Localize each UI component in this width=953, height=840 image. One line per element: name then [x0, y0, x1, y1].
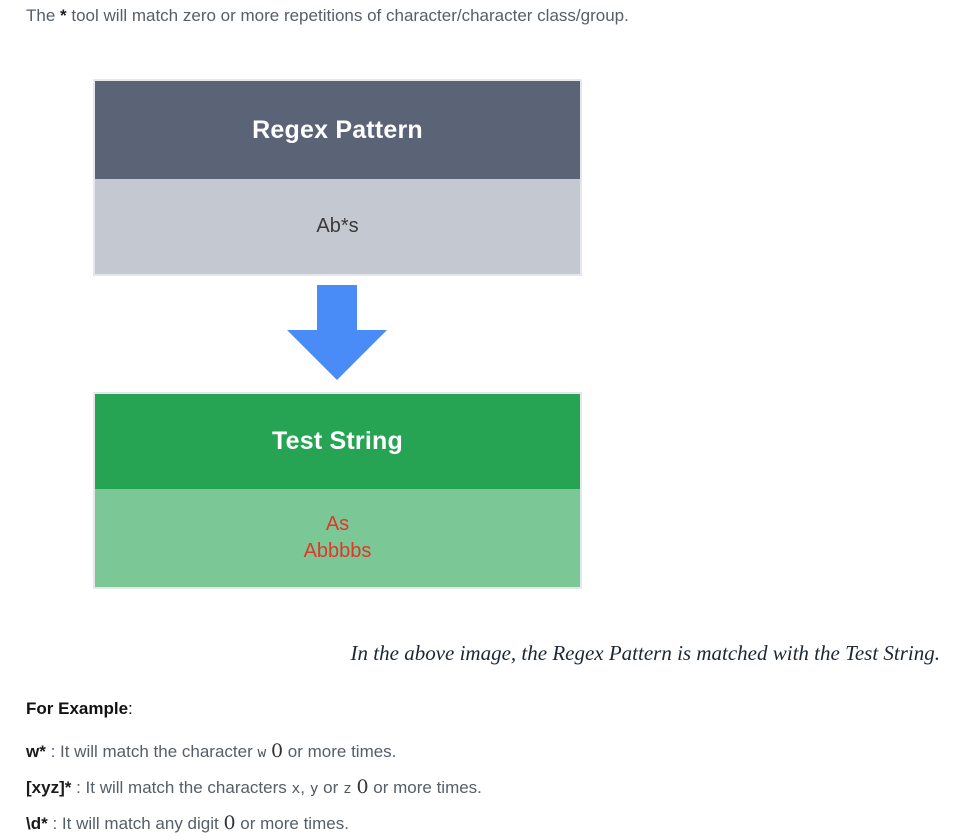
- for-example-heading: For Example:: [26, 699, 133, 719]
- intro-text-prefix: The: [26, 6, 61, 25]
- example-text: or: [318, 778, 343, 797]
- example-item: \d* : It will match any digit 0 or more …: [26, 812, 349, 834]
- example-item: w* : It will match the character w 0 or …: [26, 740, 396, 762]
- test-string-box: Test String As Abbbbs: [93, 392, 582, 589]
- example-pattern: w*: [26, 742, 46, 761]
- example-pattern: \d*: [26, 814, 48, 833]
- example-text: or more times.: [235, 814, 349, 833]
- image-caption: In the above image, the Regex Pattern is…: [350, 641, 940, 665]
- example-pattern: [xyz]*: [26, 778, 72, 797]
- example-text: It will match any digit: [61, 814, 224, 833]
- example-text: ,: [300, 778, 310, 797]
- example-item: [xyz]* : It will match the characters x,…: [26, 776, 482, 798]
- for-example-colon: :: [128, 699, 133, 718]
- example-zero: 0: [270, 740, 284, 762]
- test-string-line: As: [325, 513, 350, 535]
- down-arrow-icon: [287, 285, 387, 380]
- star-operator: *: [60, 6, 67, 25]
- test-string-header: Test String: [95, 394, 580, 489]
- example-zero: 0: [223, 812, 236, 834]
- example-text: or more times.: [368, 778, 482, 797]
- intro-text-suffix: tool will match zero or more repetitions…: [66, 6, 629, 25]
- test-string-matches: As Abbbbs: [95, 489, 580, 587]
- regex-pattern-header: Regex Pattern: [95, 81, 580, 179]
- intro-paragraph: The * tool will match zero or more repet…: [26, 4, 629, 28]
- regex-pattern-value: Ab*s: [95, 179, 580, 274]
- example-separator: :: [45, 742, 61, 761]
- example-text: It will match the characters: [85, 778, 292, 797]
- example-zero: 0: [356, 776, 369, 798]
- for-example-label: For Example: [26, 699, 129, 718]
- test-string-line: Abbbbs: [303, 540, 372, 562]
- example-separator: :: [47, 814, 62, 833]
- example-separator: :: [71, 778, 86, 797]
- regex-diagram: Regex Pattern Ab*s Test String As Abbbbs: [93, 79, 582, 589]
- example-code-char: y: [309, 781, 319, 797]
- example-code-char: z: [342, 781, 352, 797]
- example-code-char: w: [257, 745, 267, 761]
- example-text: or more times.: [283, 742, 397, 761]
- example-text: It will match the character: [60, 742, 258, 761]
- regex-pattern-box: Regex Pattern Ab*s: [93, 79, 582, 276]
- example-code-char: x: [291, 781, 301, 797]
